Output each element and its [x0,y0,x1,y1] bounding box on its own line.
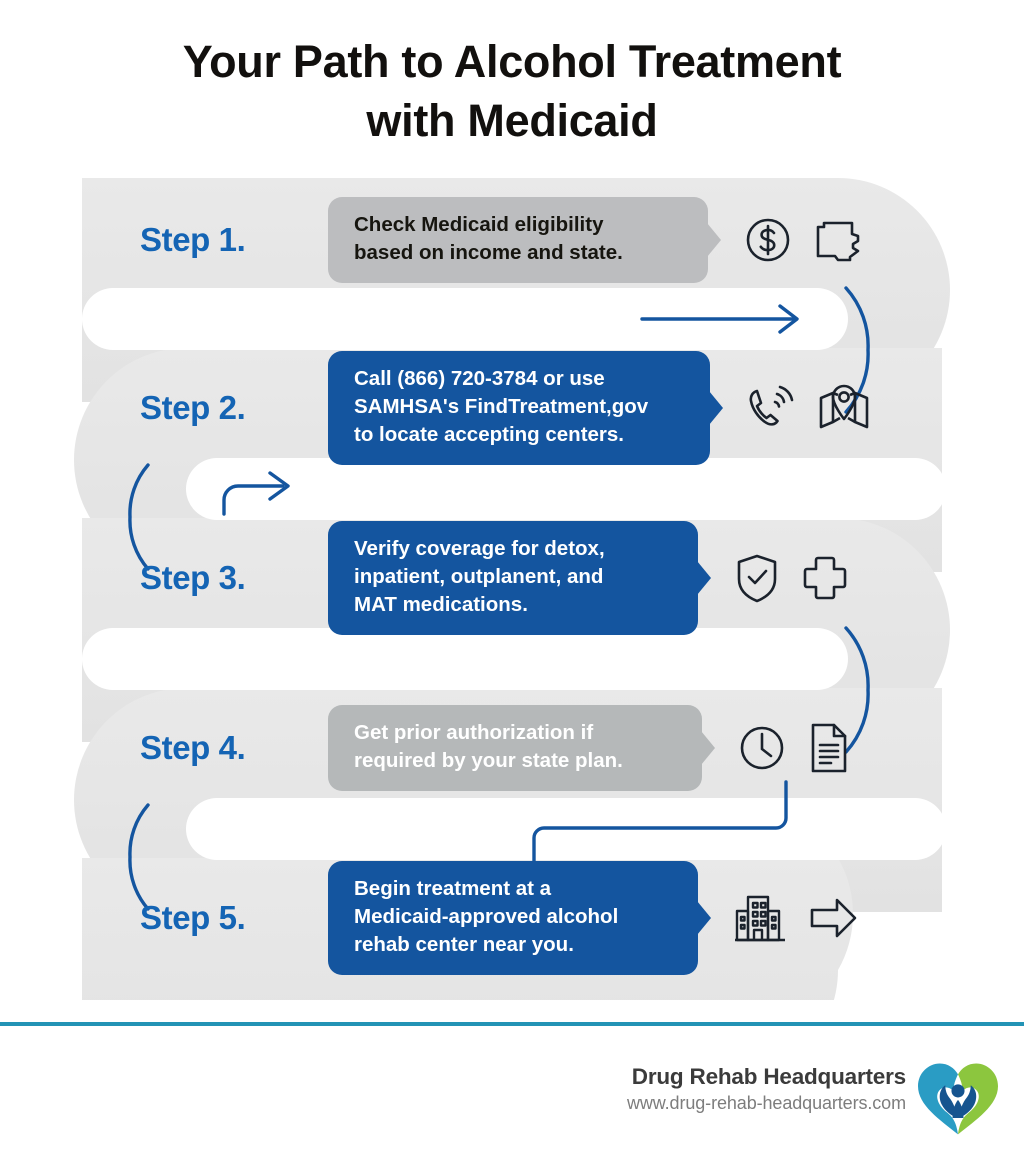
step-row-1: Step 1. Check Medicaid eligibility based… [140,180,920,300]
step-row-3: Step 3. Verify coverage for detox, inpat… [140,518,920,638]
brand-url[interactable]: www.drug-rehab-headquarters.com [626,1093,906,1113]
step-row-4: Step 4. Get prior authorization if requi… [140,688,940,808]
step-bubble-2[interactable]: Call (866) 720-3784 or use SAMHSA's Find… [328,351,710,465]
step-label-5: Step 5. [140,899,246,936]
step-text-3: Verify coverage for detox, inpatient, ou… [354,537,605,616]
step-label-3: Step 3. [140,559,246,596]
arc-left-step2 [128,463,150,571]
step-bubble-4[interactable]: Get prior authorization if required by y… [328,705,702,791]
footer: Drug Rehab Headquarters www.drug-rehab-h… [0,1050,1024,1154]
shield-check-icon [737,554,777,603]
medical-cross-icon [803,556,847,600]
page-title: Your Path to Alcohol Treatment with Medi… [0,32,1024,151]
step-bubble-1[interactable]: Check Medicaid eligibility based on inco… [328,197,708,283]
step-text-4: Get prior authorization if required by y… [354,721,623,772]
step-icons-5 [732,891,860,945]
arc-right-step1 [844,286,870,414]
map-pin-icon [819,384,869,429]
footer-brand-block: Drug Rehab Headquarters www.drug-rehab-h… [627,1064,906,1114]
step-text-1: Check Medicaid eligibility based on inco… [354,213,623,264]
arrow-right-outline-icon [810,898,857,938]
step-row-5: Step 5. Begin treatment at a Medicaid-ap… [140,858,920,978]
step-label-1: Step 1. [140,221,246,258]
building-icon [735,895,785,942]
step-bubble-3[interactable]: Verify coverage for detox, inpatient, ou… [328,521,698,635]
step-flow-board [0,170,1024,1000]
heart-people-logo [918,1063,998,1135]
step-icons-4 [736,721,852,775]
page-title-line-2: with Medicaid [366,95,658,147]
page-title-line-1: Your Path to Alcohol Treatment [182,36,842,87]
state-map-icon [816,221,860,262]
document-icon [811,723,847,773]
flow-track-graphics [74,178,950,1000]
arc-right-step3 [844,626,870,754]
footer-divider [0,1022,1024,1026]
step-label-2: Step 2. [140,389,246,426]
step-icons-1 [742,214,866,266]
step-row-2: Step 2. Call (866) 720-3784 or use SAMHS… [140,348,940,468]
step-label-4: Step 4. [140,729,246,766]
brand-name: Drug Rehab Headquarters [631,1064,906,1089]
step-bubble-5[interactable]: Begin treatment at a Medicaid-approved a… [328,861,698,975]
arrow-step2-to-step3 [222,471,290,516]
arrow-step1-to-step2 [640,304,799,334]
step-text-5: Begin treatment at a Medicaid-approved a… [354,877,619,956]
arc-left-step4 [128,803,150,911]
phone-call-icon [749,385,794,426]
connector-step4-to-step5 [532,780,788,872]
step-icons-3 [732,551,850,605]
dollar-circle-icon [746,218,790,262]
clock-icon [740,726,784,770]
step-text-2: Call (866) 720-3784 or use SAMHSA's Find… [354,367,649,446]
step-icons-2 [744,382,872,434]
